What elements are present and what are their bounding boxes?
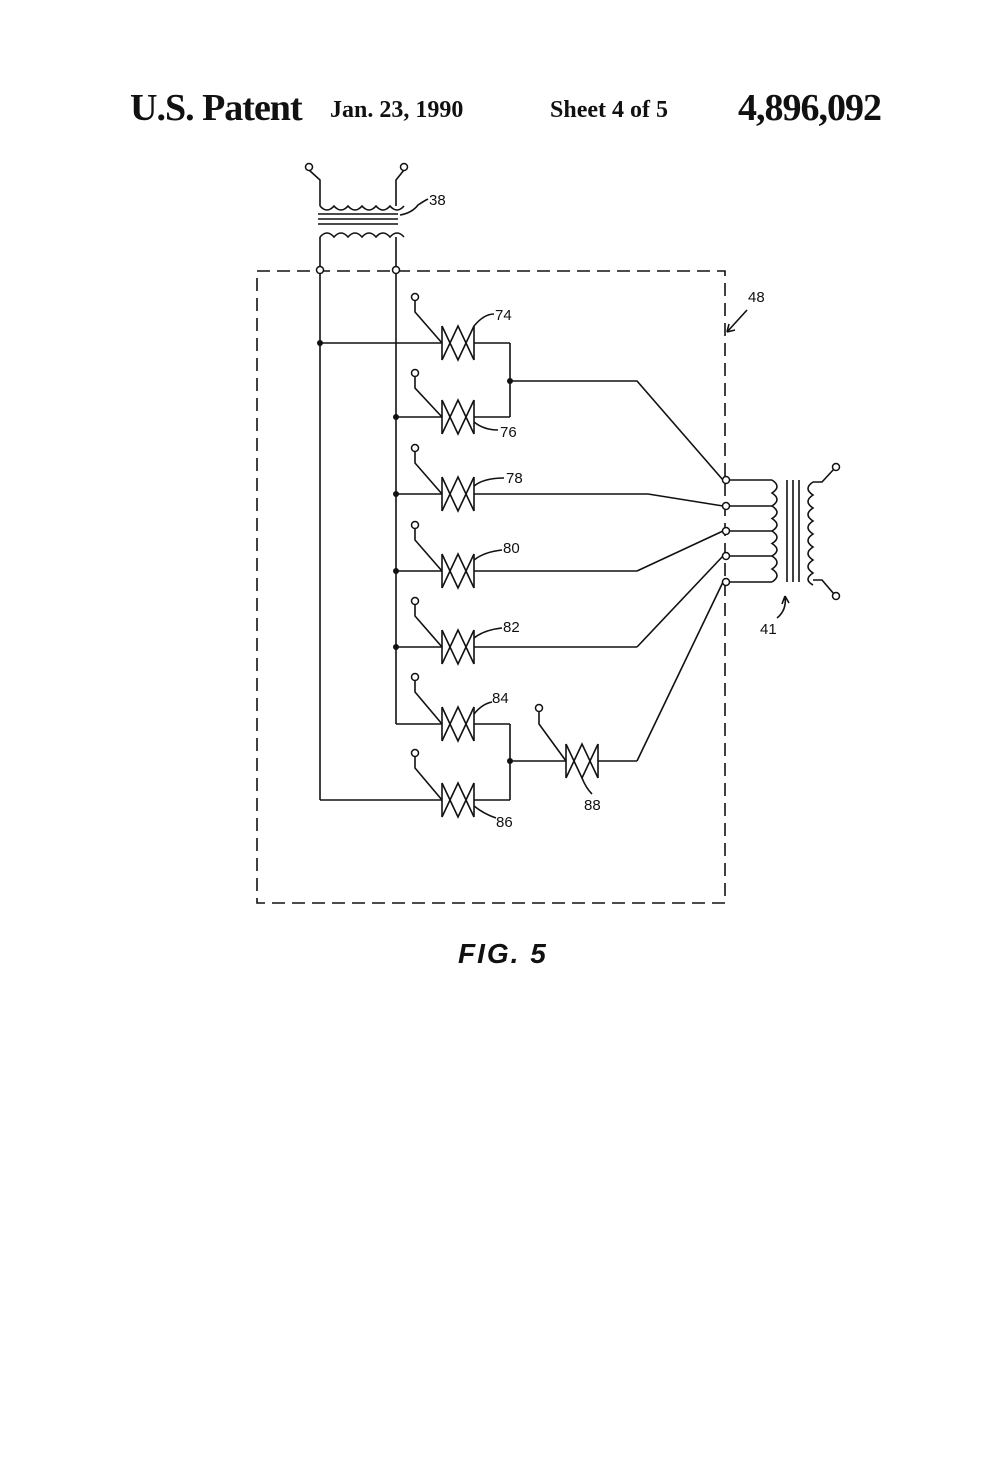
patent-label: U.S. Patent — [130, 87, 303, 129]
ref-84: 84 — [492, 690, 509, 707]
ref-38: 38 — [429, 192, 446, 209]
ref-48: 48 — [748, 289, 765, 306]
ref-80: 80 — [503, 540, 520, 557]
input-transformer-38 — [304, 162, 429, 270]
ref-74: 74 — [495, 307, 512, 324]
triac-74 — [320, 292, 510, 362]
ref-76: 76 — [500, 424, 517, 441]
ref-86: 86 — [496, 814, 513, 831]
ref-41: 41 — [760, 621, 777, 638]
terminal-icon — [304, 162, 314, 172]
bus-lines — [315, 265, 401, 800]
sheet-number: Sheet 4 of 5 — [550, 97, 668, 123]
output-transformer-41 — [721, 462, 841, 619]
ref-88: 88 — [584, 797, 601, 814]
enclosure-48 — [256, 270, 726, 904]
terminal-icon — [399, 162, 409, 172]
figure-caption: FIG. 5 — [458, 938, 548, 969]
patent-date: Jan. 23, 1990 — [330, 97, 464, 123]
patent-number: 4,896,092 — [738, 87, 882, 129]
triac-84 — [396, 672, 510, 743]
triac-78 — [396, 443, 648, 513]
triac-86 — [320, 748, 510, 819]
triac-76 — [396, 368, 510, 436]
triac-88 — [510, 703, 637, 795]
ref-78: 78 — [506, 470, 523, 487]
ref-82: 82 — [503, 619, 520, 636]
triac-82 — [396, 596, 637, 666]
triac-80 — [396, 520, 637, 590]
